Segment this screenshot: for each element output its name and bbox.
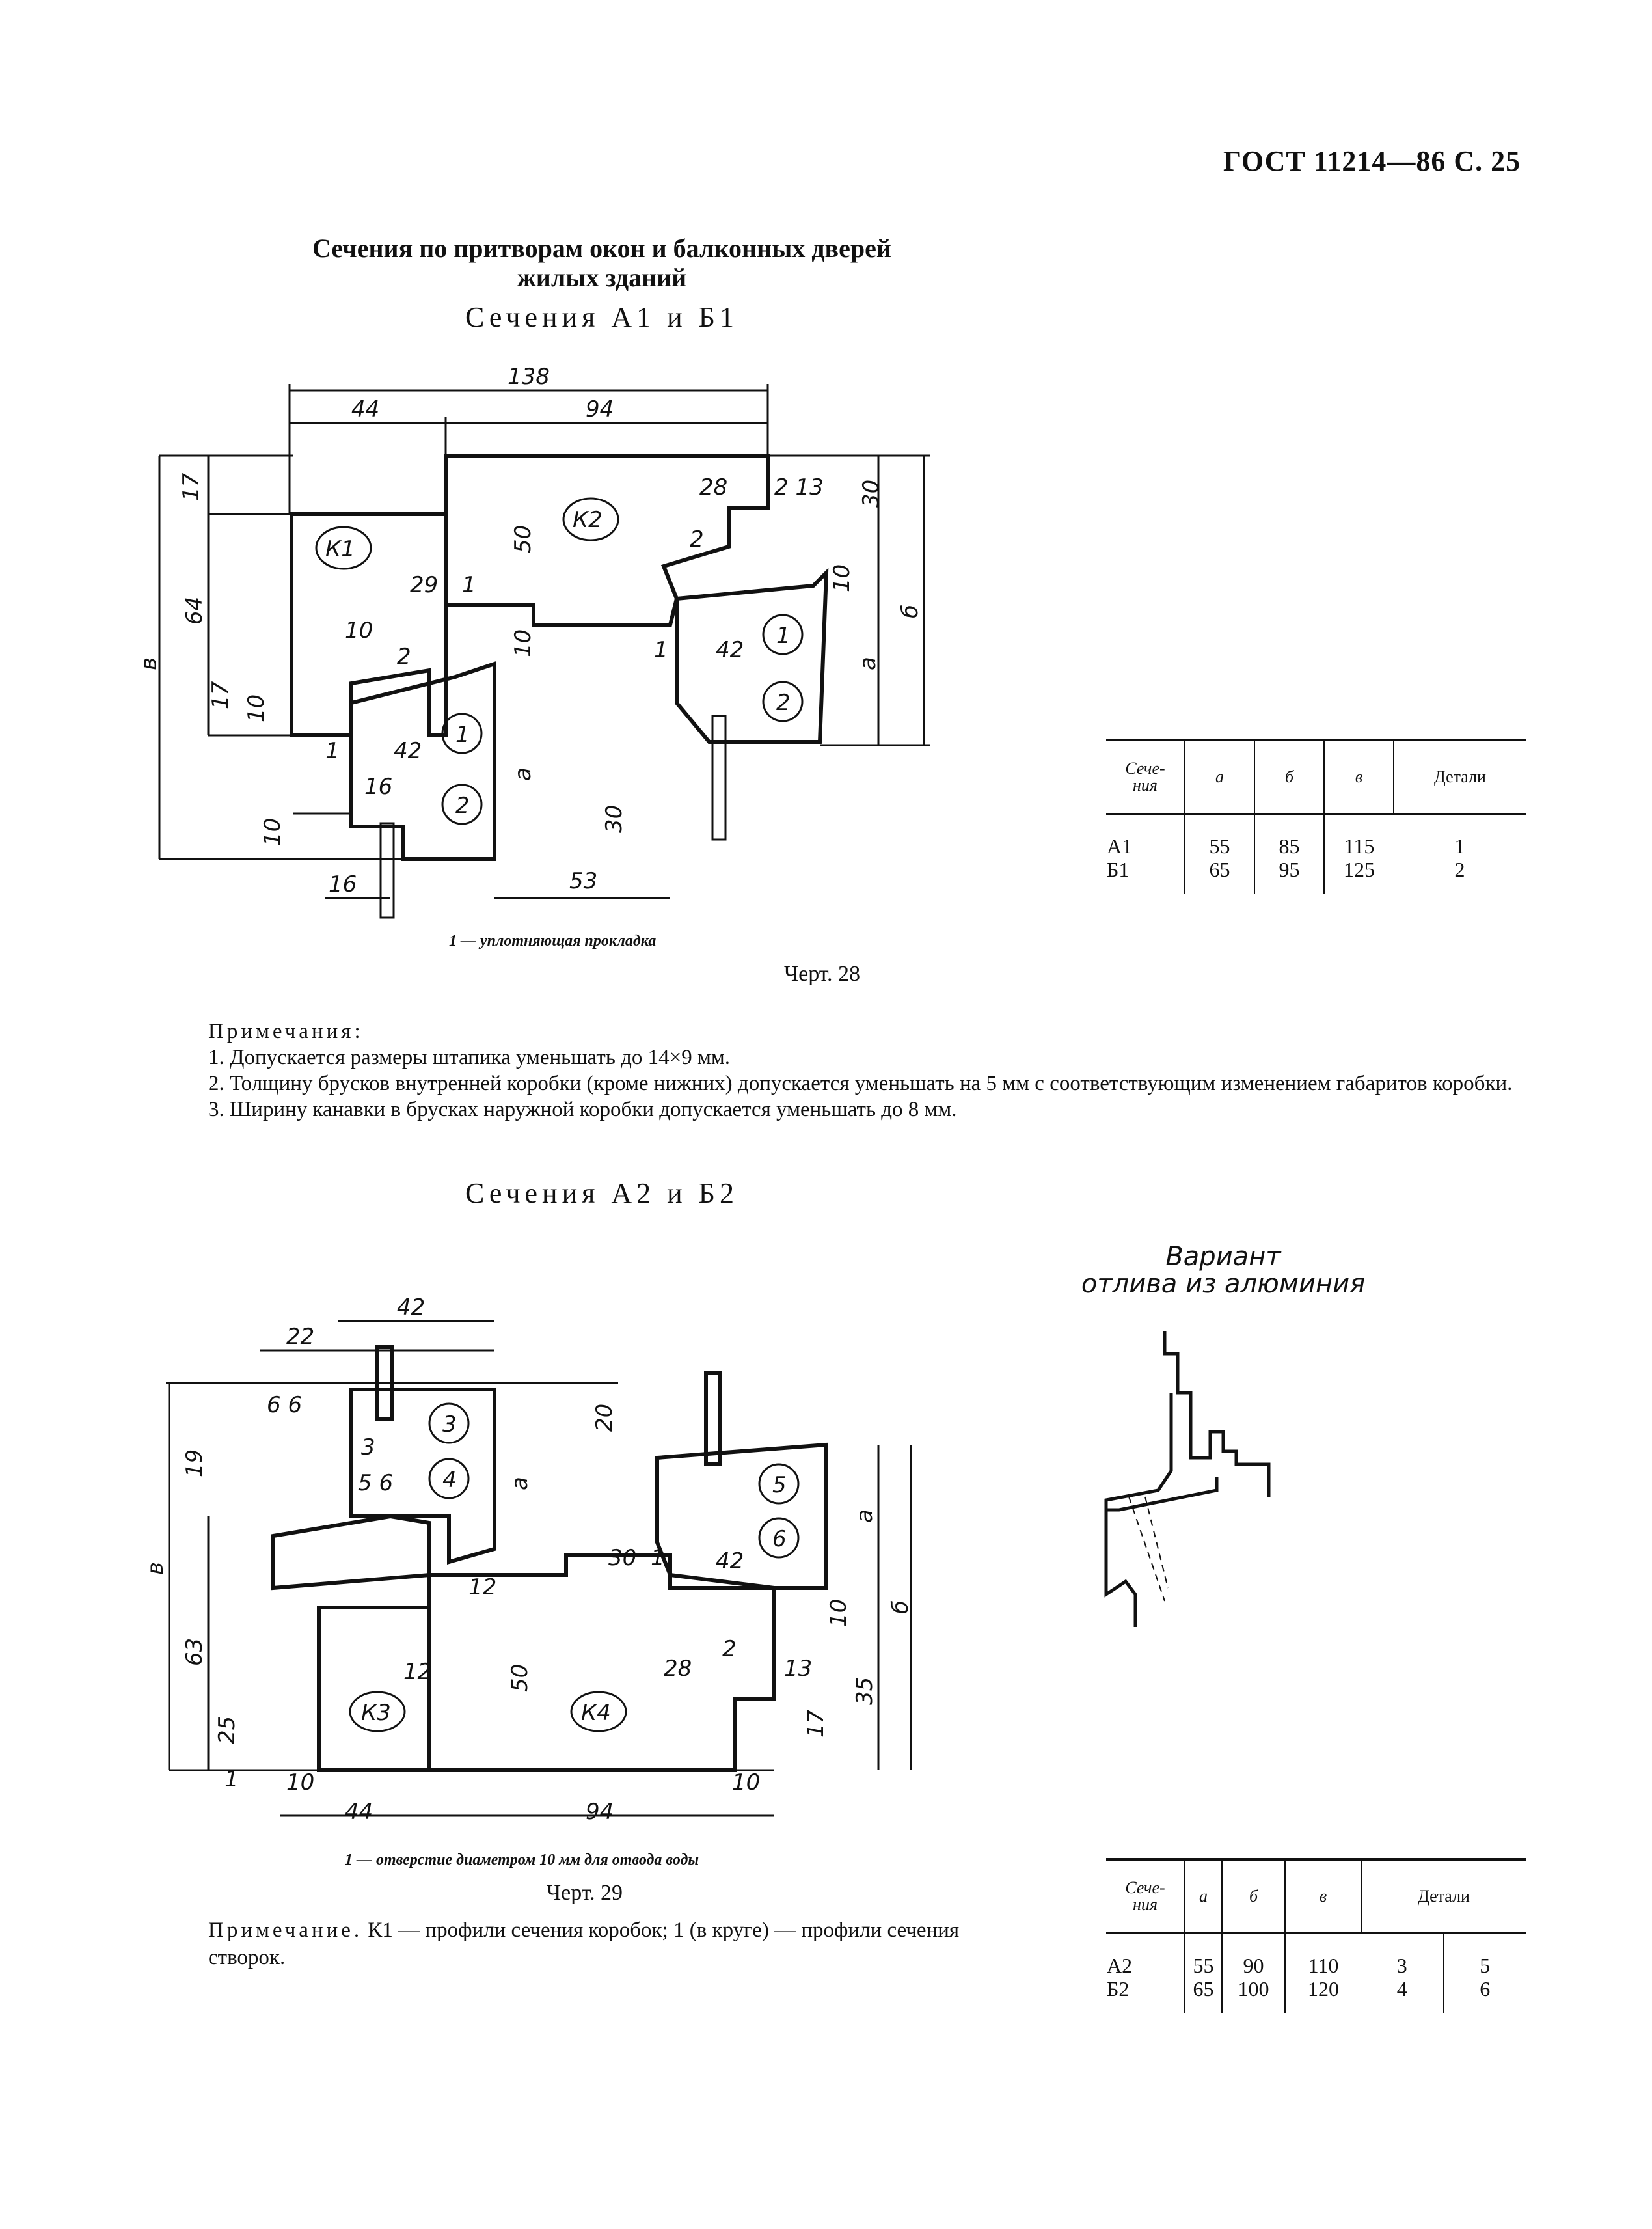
svg-text:13: 13 <box>784 1656 812 1682</box>
svg-text:3: 3 <box>361 1434 375 1460</box>
drawing-chert-28: 138 44 94 28 2 13 29 1 42 1 42 1 16 16 5… <box>136 364 930 919</box>
section1-subtitle: Сечения А1 и Б1 <box>465 301 738 333</box>
chert-28: Черт. 28 <box>784 962 861 986</box>
svg-text:1: 1 <box>776 623 791 649</box>
svg-text:25: 25 <box>214 1716 240 1744</box>
svg-text:44: 44 <box>345 1799 373 1825</box>
svg-text:17: 17 <box>208 681 234 709</box>
svg-text:17: 17 <box>178 472 204 501</box>
svg-text:1: 1 <box>455 722 470 748</box>
svg-text:94: 94 <box>586 396 614 422</box>
page-header: ГОСТ 11214—86 С. 25 <box>1223 145 1521 177</box>
svg-text:42: 42 <box>397 1294 425 1320</box>
svg-text:2 13: 2 13 <box>774 474 824 500</box>
svg-text:16: 16 <box>364 774 392 800</box>
svg-text:6: 6 <box>772 1526 787 1552</box>
svg-text:2: 2 <box>776 690 791 716</box>
svg-text:6 6: 6 6 <box>267 1392 302 1418</box>
svg-text:30: 30 <box>608 1545 636 1571</box>
note-2: 2. Толщину брусков внутренней коробки (к… <box>208 1072 1513 1095</box>
svg-text:28: 28 <box>699 474 727 500</box>
svg-text:50: 50 <box>507 1664 533 1692</box>
svg-text:5 6: 5 6 <box>358 1470 393 1496</box>
svg-text:64: 64 <box>182 597 208 625</box>
svg-text:12: 12 <box>403 1659 431 1685</box>
svg-text:а: а <box>855 657 881 670</box>
svg-text:10: 10 <box>829 564 855 592</box>
svg-text:а: а <box>510 767 536 781</box>
title-line-1: Сечения по притворам окон и балконных дв… <box>312 234 891 263</box>
label-K2: К2 <box>573 507 603 533</box>
label-3: 3 <box>442 1412 457 1438</box>
svg-text:10: 10 <box>286 1770 314 1796</box>
svg-text:5: 5 <box>772 1472 787 1498</box>
caption-28: 1 — уплотняющая прокладка <box>449 933 657 950</box>
note-3: 3. Ширину канавки в брусках наружной кор… <box>208 1098 957 1121</box>
drawing-chert-29: 3 4 5 6 К3 К4 1 42 22 6 6 3 5 6 30 1 42 … <box>142 1294 1271 1825</box>
svg-text:10: 10 <box>345 618 373 644</box>
svg-text:16: 16 <box>329 871 357 897</box>
variant-title: Вариант отлива из алюминия <box>1081 1242 1366 1299</box>
svg-text:4: 4 <box>442 1467 457 1493</box>
svg-text:29: 29 <box>410 572 438 598</box>
svg-text:42: 42 <box>716 1548 744 1574</box>
svg-text:10: 10 <box>826 1599 852 1627</box>
svg-text:22: 22 <box>286 1324 314 1350</box>
svg-text:2: 2 <box>397 644 411 670</box>
section2-subtitle: Сечения А2 и Б2 <box>465 1177 738 1209</box>
svg-text:20: 20 <box>591 1404 617 1432</box>
svg-text:50: 50 <box>510 525 536 553</box>
svg-text:2: 2 <box>455 793 470 819</box>
svg-text:30: 30 <box>858 480 884 508</box>
svg-text:42: 42 <box>394 738 422 764</box>
note-1: 1. Допускается размеры штапика уменьшать… <box>208 1046 731 1069</box>
svg-text:в: в <box>142 1562 169 1575</box>
note-29: Примечание. К1 — профили сечения коробок… <box>208 1919 960 1969</box>
svg-text:42: 42 <box>716 637 744 663</box>
svg-text:1: 1 <box>325 738 340 764</box>
svg-text:2: 2 <box>690 526 704 553</box>
svg-text:К3: К3 <box>361 1700 391 1726</box>
svg-text:19: 19 <box>182 1449 208 1477</box>
notes-heading: Примечания: <box>208 1020 364 1043</box>
svg-text:б: б <box>897 605 923 618</box>
svg-text:28: 28 <box>664 1656 692 1682</box>
svg-text:1: 1 <box>654 637 668 663</box>
chert-29: Черт. 29 <box>547 1881 623 1905</box>
caption-29: 1 — отверстие диаметром 10 мм для отвода… <box>345 1852 699 1868</box>
svg-text:а: а <box>507 1477 533 1490</box>
svg-text:12: 12 <box>468 1574 496 1600</box>
svg-text:30: 30 <box>601 805 627 833</box>
svg-text:2: 2 <box>722 1636 737 1662</box>
svg-text:в: в <box>136 657 162 670</box>
label-K1: К1 <box>325 536 355 562</box>
svg-text:1: 1 <box>462 572 476 598</box>
svg-text:53: 53 <box>569 868 597 894</box>
svg-text:17: 17 <box>803 1709 829 1738</box>
svg-text:К4: К4 <box>581 1700 611 1726</box>
svg-text:44: 44 <box>351 396 379 422</box>
title-line-2: жилых зданий <box>517 263 687 292</box>
svg-text:10: 10 <box>510 629 536 657</box>
svg-text:а: а <box>852 1509 878 1523</box>
svg-text:1: 1 <box>651 1545 665 1571</box>
dim-138: 138 <box>508 364 550 390</box>
svg-text:10: 10 <box>260 818 286 846</box>
svg-text:10: 10 <box>243 694 269 722</box>
svg-text:1: 1 <box>224 1766 239 1792</box>
svg-text:б: б <box>887 1600 914 1614</box>
svg-text:35: 35 <box>852 1677 878 1705</box>
notes-block: Примечания: 1. Допускается размеры штапи… <box>208 1019 1523 1123</box>
svg-text:94: 94 <box>586 1799 614 1825</box>
svg-text:63: 63 <box>182 1638 208 1666</box>
svg-text:10: 10 <box>732 1770 760 1796</box>
